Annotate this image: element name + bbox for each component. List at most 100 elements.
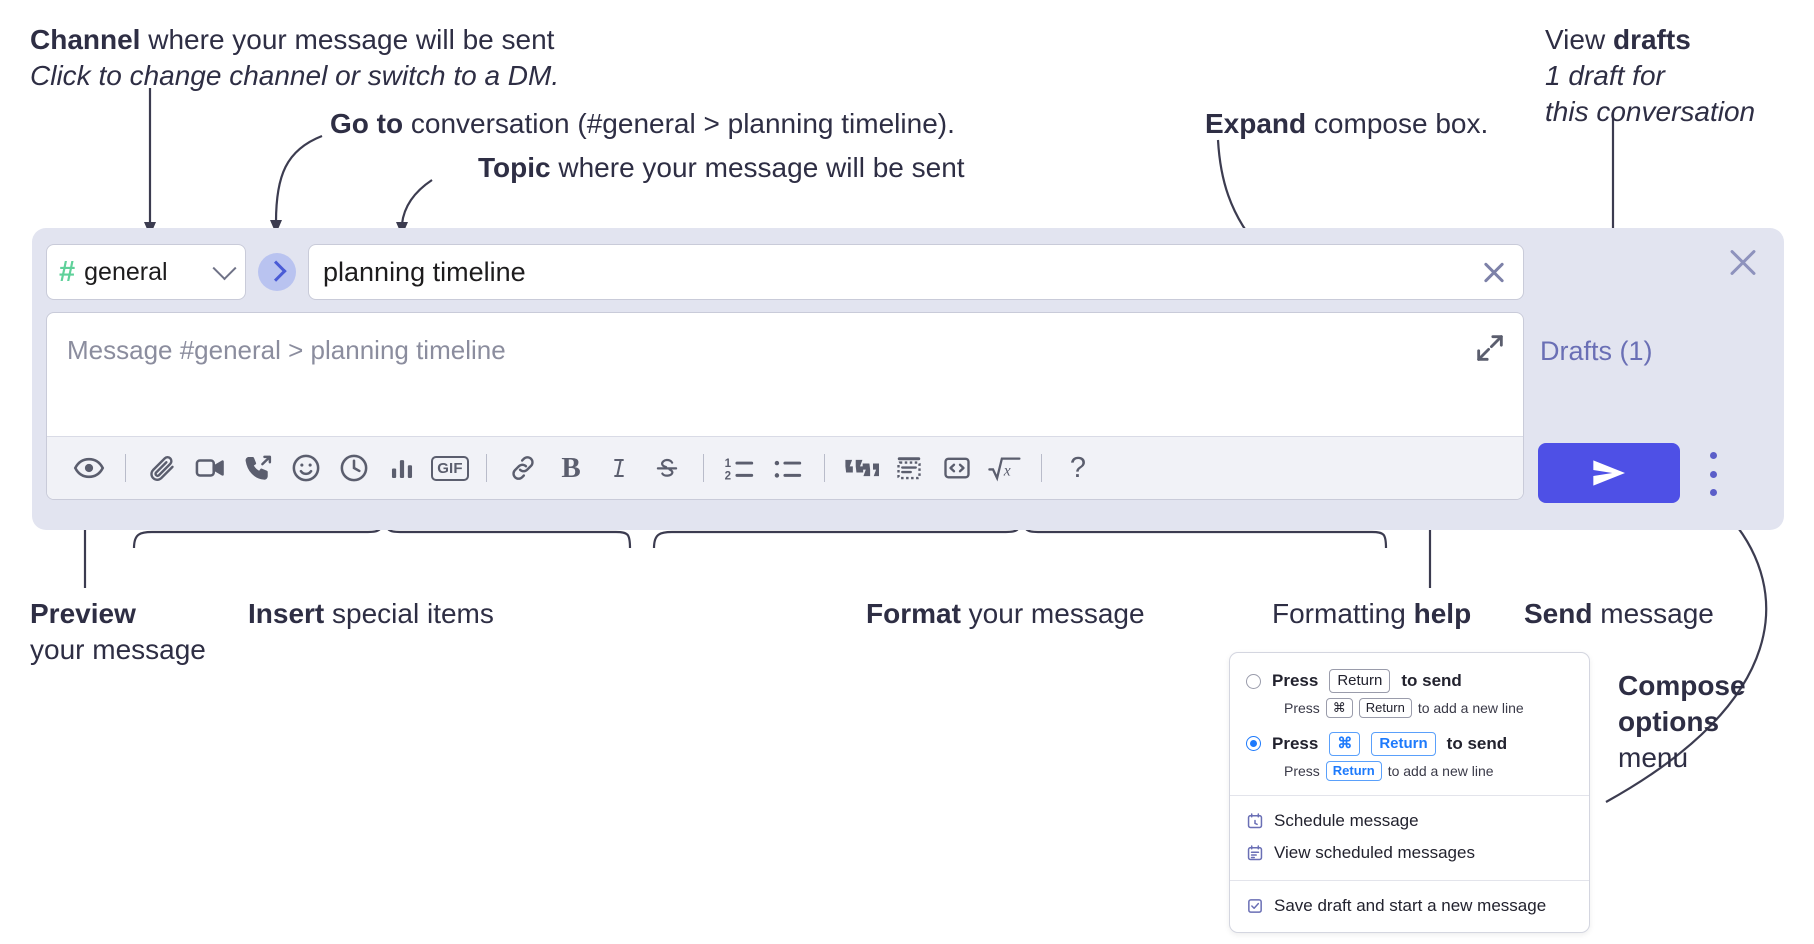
code-block-icon[interactable] xyxy=(933,444,981,492)
menu-option-cmd-return-to-send[interactable]: Press ⌘ Return to send xyxy=(1230,730,1589,758)
annotation-help: Formatting help xyxy=(1272,596,1471,632)
toolbar-separator xyxy=(824,454,825,482)
message-placeholder: Message #general > planning timeline xyxy=(67,335,506,365)
option1-sub-key2: Return xyxy=(1358,698,1412,718)
drafts-link[interactable]: Drafts (1) xyxy=(1540,336,1653,366)
dot xyxy=(1709,452,1717,459)
code-icon[interactable] xyxy=(885,444,933,492)
menu-item-view-scheduled-messages[interactable]: View scheduled messages xyxy=(1230,837,1589,869)
close-icon[interactable] xyxy=(1726,246,1760,280)
annotation-insert: Insert special items xyxy=(248,596,494,632)
topic-field[interactable]: planning timeline xyxy=(308,244,1524,300)
message-input-area[interactable]: Message #general > planning timeline xyxy=(46,312,1524,500)
annotation-expand-bold: Expand xyxy=(1205,108,1307,139)
emoji-icon[interactable] xyxy=(282,444,330,492)
goto-conversation-button[interactable] xyxy=(258,253,296,291)
dot xyxy=(1709,489,1717,496)
menu-item-save-draft[interactable]: Save draft and start a new message xyxy=(1230,890,1589,922)
menu-item-label: Save draft and start a new message xyxy=(1274,895,1547,915)
menu-item-label: View scheduled messages xyxy=(1274,842,1475,862)
menu-item-label: Schedule message xyxy=(1274,810,1419,830)
annotation-format-rest: your message xyxy=(960,598,1145,629)
channel-selector[interactable]: # general xyxy=(46,244,246,300)
toolbar-separator xyxy=(125,454,126,482)
radio-selected-icon[interactable] xyxy=(1246,736,1261,752)
svg-text:1: 1 xyxy=(725,458,732,470)
annotation-goto-bold: Go to xyxy=(330,108,404,139)
annotation-drafts-italic2: this conversation xyxy=(1545,95,1756,127)
annotation-drafts-plain: View xyxy=(1545,24,1613,55)
toolbar-separator xyxy=(486,454,487,482)
option1-sub-key1: ⌘ xyxy=(1325,698,1353,718)
menu-item-schedule-message[interactable]: Schedule message xyxy=(1230,805,1589,837)
topic-value: planning timeline xyxy=(323,256,526,287)
expand-icon[interactable] xyxy=(1473,331,1507,365)
menu-option-cmd-return-hint: Press Return to add a new line xyxy=(1230,758,1589,784)
question-icon[interactable]: ? xyxy=(1054,444,1102,492)
link-icon[interactable] xyxy=(499,444,547,492)
option2-sub-key: Return xyxy=(1325,761,1382,781)
formatting-toolbar: GIF B xyxy=(47,436,1523,499)
compose-inner: # general planning timeline Message #gen… xyxy=(46,244,1524,500)
paperclip-icon[interactable] xyxy=(138,444,186,492)
annotation-preview-bold: Preview xyxy=(30,598,136,629)
annotation-insert-bold: Insert xyxy=(248,598,325,629)
send-button[interactable] xyxy=(1538,443,1680,503)
ordered-list-icon[interactable]: 1 2 xyxy=(716,444,764,492)
annotation-channel-italic: Click to change channel or switch to a D… xyxy=(30,59,560,91)
annotation-compose-options-rest: menu xyxy=(1618,741,1689,773)
chevron-down-icon xyxy=(212,255,237,280)
annotation-help-plain: Formatting xyxy=(1272,598,1414,629)
annotation-preview: Preview your message xyxy=(30,596,206,668)
video-icon[interactable] xyxy=(186,444,234,492)
menu-divider xyxy=(1230,794,1589,796)
annotation-send-bold: Send xyxy=(1524,598,1593,629)
annotation-channel-bold: Channel xyxy=(30,24,141,55)
toolbar-separator xyxy=(1041,454,1042,482)
hash-icon: # xyxy=(59,255,76,288)
option2-key1: ⌘ xyxy=(1329,731,1361,757)
annotation-drafts: View drafts 1 draft for this conversatio… xyxy=(1545,22,1755,129)
option2-sub-pre: Press xyxy=(1284,762,1320,779)
math-icon[interactable]: x xyxy=(981,444,1029,492)
toolbar-separator xyxy=(703,454,704,482)
annotation-format-bold: Format xyxy=(866,598,961,629)
compose-options-menu: Press Return to send Press ⌘ Return to a… xyxy=(1229,652,1590,933)
bulleted-list-icon[interactable] xyxy=(764,444,812,492)
schedule-icon xyxy=(1246,812,1264,830)
annotation-expand-rest: compose box. xyxy=(1306,108,1489,139)
bold-icon[interactable]: B xyxy=(547,444,595,492)
italic-icon[interactable] xyxy=(595,444,643,492)
menu-option-return-to-send[interactable]: Press Return to send xyxy=(1230,667,1589,695)
clock-icon[interactable] xyxy=(330,444,378,492)
option2-post: to send xyxy=(1446,733,1508,753)
eye-icon[interactable] xyxy=(65,444,113,492)
blockquote-icon[interactable] xyxy=(837,444,885,492)
huddle-icon[interactable] xyxy=(234,444,282,492)
option1-post: to send xyxy=(1401,671,1462,691)
option2-pre: Press xyxy=(1272,733,1319,753)
annotation-channel: Channel where your message will be sent … xyxy=(30,22,559,94)
annotation-preview-rest: your message xyxy=(30,633,206,665)
option1-sub-post: to add a new line xyxy=(1417,700,1524,717)
annotation-expand: Expand compose box. xyxy=(1205,106,1488,142)
annotation-goto: Go to conversation (#general > planning … xyxy=(330,106,955,142)
menu-option-return-to-send-hint: Press ⌘ Return to add a new line xyxy=(1230,695,1589,721)
option2-key2: Return xyxy=(1371,731,1436,757)
radio-unselected-icon[interactable] xyxy=(1246,673,1261,689)
help-label: ? xyxy=(1069,451,1087,484)
annotation-drafts-italic1: 1 draft for xyxy=(1545,59,1665,91)
annotation-topic-rest: where your message will be sent xyxy=(550,152,965,183)
svg-text:x: x xyxy=(1003,463,1011,480)
annotation-help-bold: help xyxy=(1413,598,1472,629)
compose-options-button[interactable] xyxy=(1700,452,1726,496)
annotation-compose-options-bold2: options xyxy=(1618,705,1720,737)
annotation-topic: Topic where your message will be sent xyxy=(478,150,965,186)
option1-key: Return xyxy=(1329,669,1391,694)
clear-topic-icon[interactable] xyxy=(1479,257,1509,287)
poll-icon[interactable] xyxy=(378,444,426,492)
strikethrough-icon[interactable] xyxy=(643,444,691,492)
gif-icon[interactable]: GIF xyxy=(426,444,474,492)
annotation-channel-rest: where your message will be sent xyxy=(140,24,555,55)
